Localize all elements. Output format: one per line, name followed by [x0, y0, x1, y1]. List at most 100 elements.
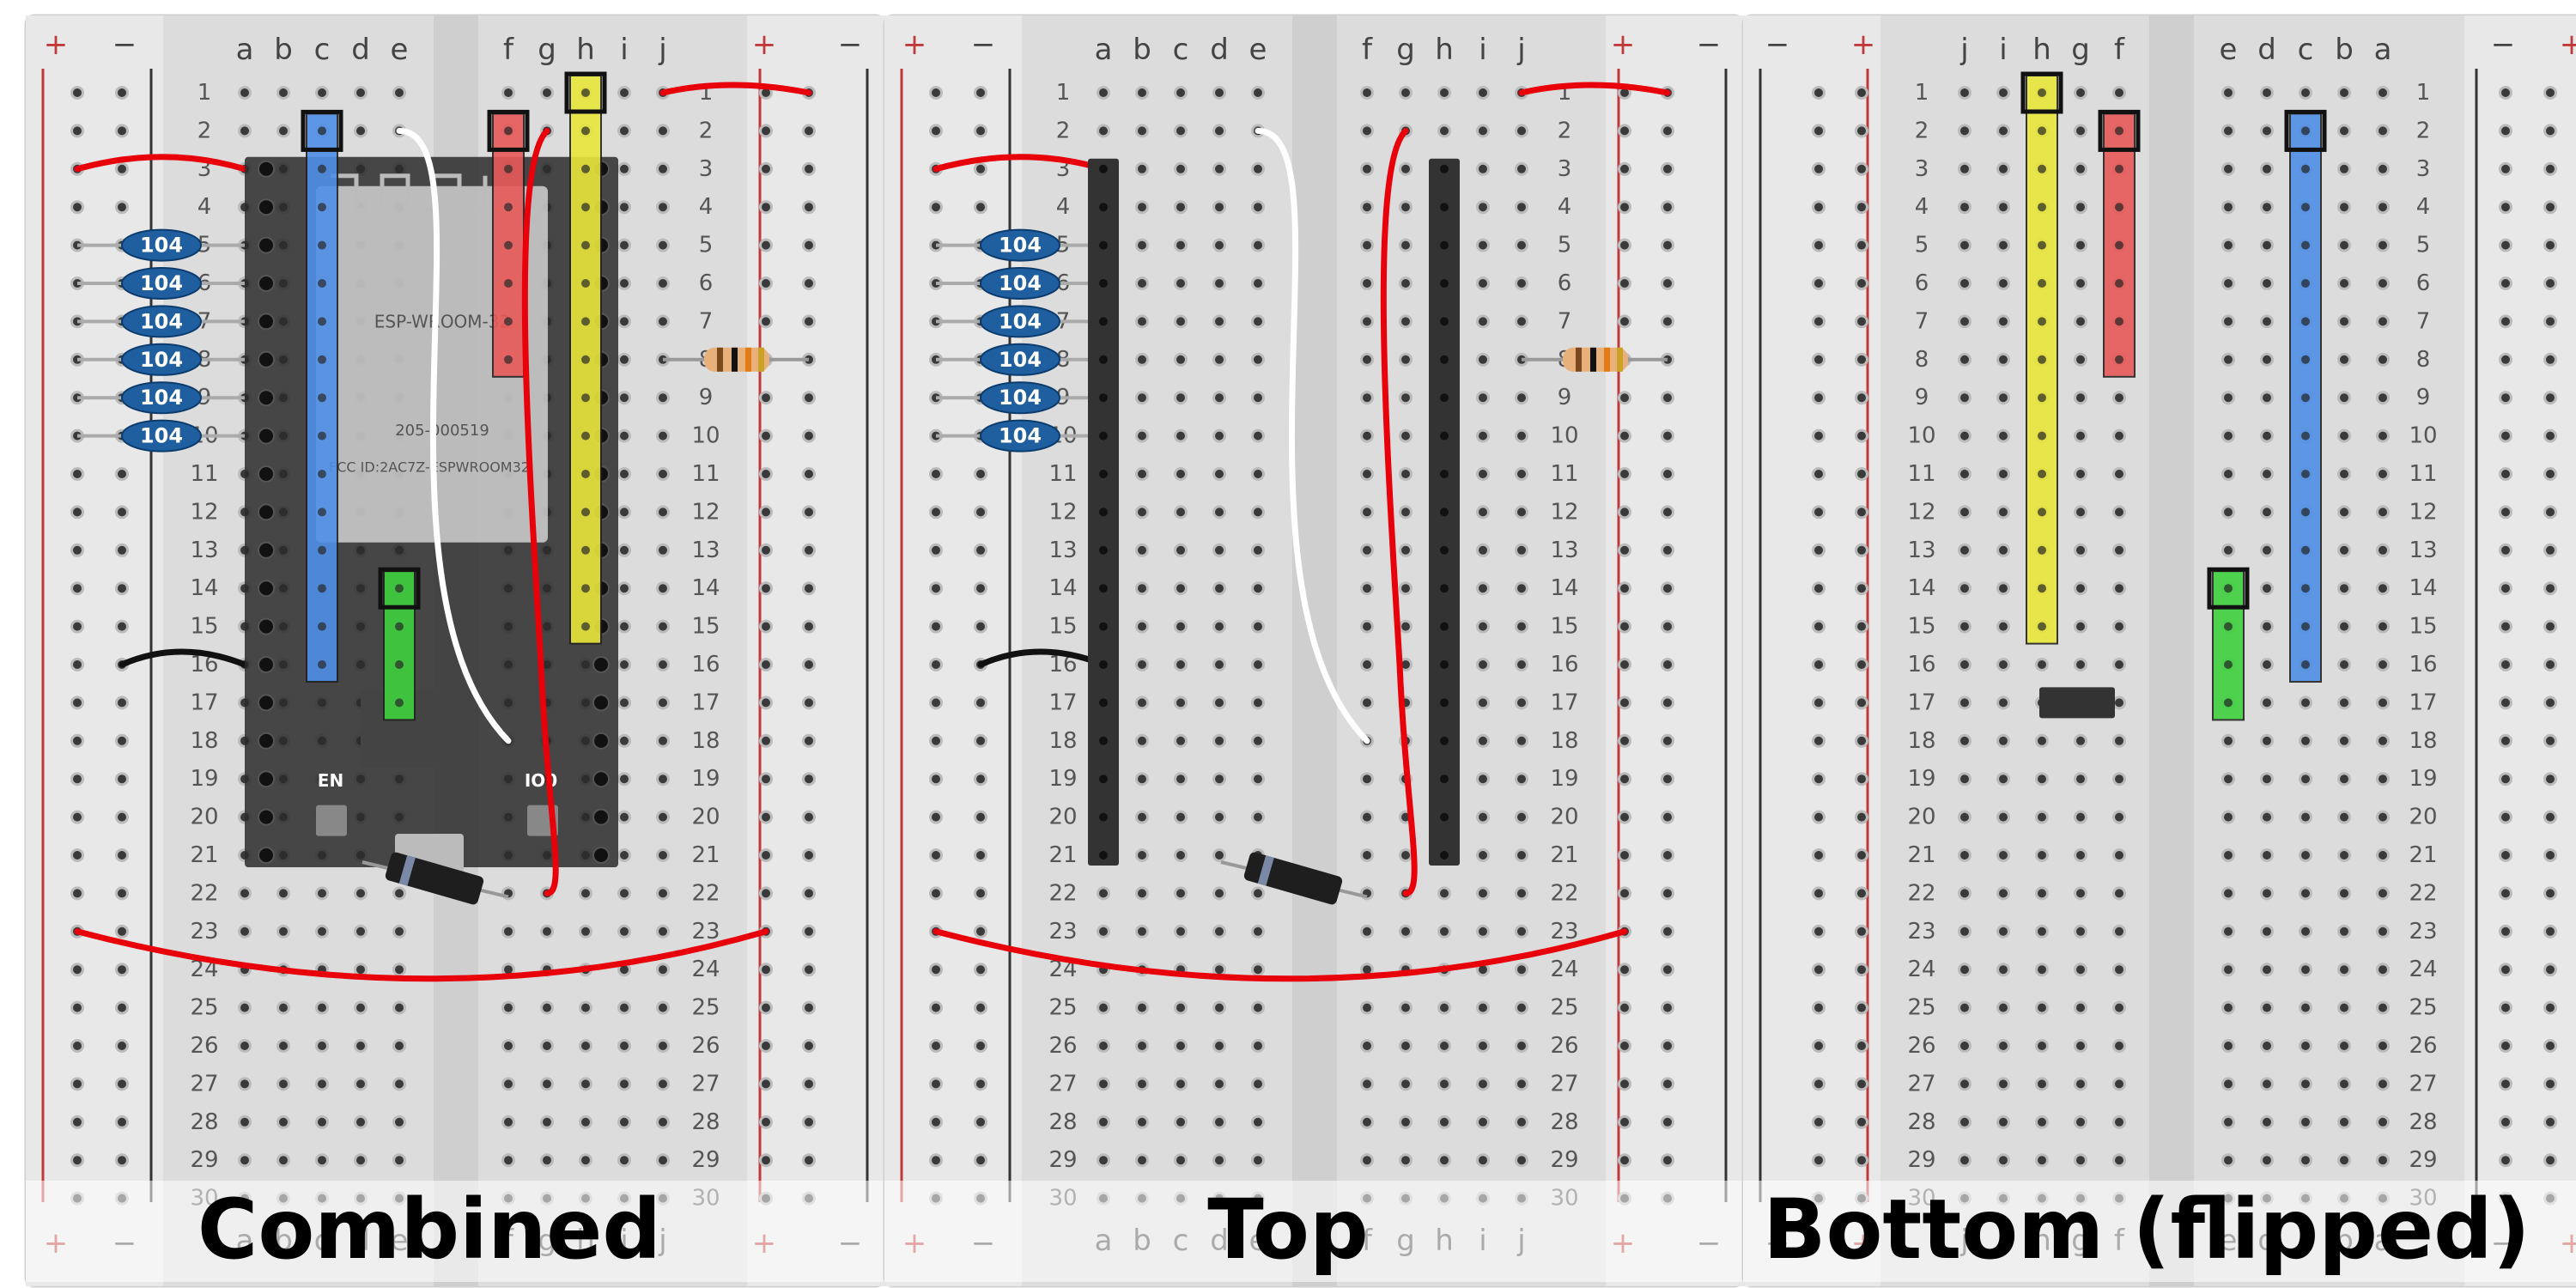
- hole: [2376, 1077, 2390, 1091]
- rail-hole: [1812, 1077, 1826, 1091]
- hole: [1437, 1039, 1451, 1053]
- rail-hole: [929, 772, 943, 787]
- rail-hole: [1812, 924, 1826, 939]
- hole: [1360, 1077, 1374, 1091]
- esp32-pin: [592, 732, 610, 750]
- row-number: 14: [1907, 575, 1935, 601]
- hole: [2074, 848, 2087, 862]
- hole: [2074, 276, 2087, 290]
- row-number: 25: [2409, 995, 2437, 1021]
- rail-hole: [70, 658, 84, 671]
- row-number: 16: [1550, 652, 1578, 677]
- hole: [656, 963, 670, 977]
- hole: [2337, 1039, 2351, 1053]
- row-number: 25: [1550, 995, 1578, 1021]
- capacitor: [980, 419, 1060, 453]
- column-label: f: [1362, 33, 1373, 67]
- hole: [1476, 1153, 1490, 1168]
- column-label: h: [1435, 33, 1454, 67]
- row-number: 1: [1056, 80, 1071, 106]
- hole: [501, 1077, 515, 1091]
- hole: [1515, 428, 1528, 443]
- row-number: 23: [1907, 919, 1935, 945]
- row-number: 28: [2409, 1109, 2437, 1135]
- hole: [276, 1039, 290, 1053]
- rail-hole: [1618, 886, 1631, 901]
- hole: [2112, 505, 2126, 519]
- hole: [1212, 1115, 1226, 1129]
- module-text: FCC ID:2AC7Z-ESPWROOM32: [329, 459, 530, 476]
- hole: [1515, 963, 1528, 977]
- hole: [540, 1153, 554, 1168]
- hole: [1135, 543, 1149, 557]
- strip-hole: [318, 203, 326, 212]
- rail-hole: [2499, 810, 2512, 824]
- hole: [617, 1077, 631, 1091]
- hole: [1996, 428, 2010, 443]
- row-number: 2: [1558, 118, 1572, 143]
- rail-hole: [974, 505, 987, 519]
- rail-hole: [2499, 543, 2512, 557]
- capacitor-label: 104: [140, 424, 183, 448]
- row-number: 9: [1915, 385, 1929, 410]
- hole: [2260, 352, 2274, 367]
- hole: [1212, 391, 1226, 405]
- row-number: 3: [1558, 156, 1572, 182]
- rail-hole: [929, 886, 943, 901]
- column-label: f: [503, 33, 514, 67]
- hole: [2376, 161, 2390, 176]
- strip-hole: [2115, 355, 2123, 364]
- row-number: 21: [691, 842, 720, 868]
- strip-hole: [2038, 88, 2046, 97]
- row-number: 17: [1048, 690, 1077, 715]
- rail-hole: [1855, 238, 1868, 252]
- hole: [2221, 543, 2235, 557]
- rail-hole: [974, 161, 987, 176]
- rail-hole: [802, 619, 816, 634]
- hole: [2074, 1153, 2087, 1168]
- hole: [2337, 86, 2351, 100]
- hole: [238, 86, 252, 100]
- capacitor-label: 104: [140, 309, 183, 333]
- rail-hole: [1855, 391, 1868, 405]
- esp32-pin: [258, 198, 275, 216]
- rail-hole: [1661, 505, 1674, 519]
- rail-hole: [974, 924, 987, 939]
- rail-hole: [2543, 543, 2557, 557]
- hole: [1360, 314, 1374, 329]
- rail-hole: [1661, 886, 1674, 901]
- hole: [2112, 86, 2126, 100]
- rail-hole: [929, 1115, 943, 1129]
- board-bottom-flipped: +−+−+−+−abcdefghijabcdefghij112233445566…: [1741, 14, 2576, 1288]
- hole: [2376, 543, 2390, 557]
- strip-hole: [395, 584, 404, 593]
- esp32-pin: [258, 275, 275, 292]
- rail-hole: [1855, 733, 1868, 748]
- strip-hole: [2301, 203, 2310, 212]
- yellow-strip-marker: [564, 71, 607, 114]
- hole: [2337, 658, 2351, 671]
- hole: [276, 1077, 290, 1091]
- rail-hole: [2499, 1115, 2512, 1129]
- hole: [2221, 886, 2235, 901]
- hole: [1476, 314, 1490, 329]
- hole: [2221, 848, 2235, 862]
- row-number: 29: [2409, 1147, 2437, 1173]
- rail-hole: [115, 848, 129, 862]
- row-number: 4: [197, 194, 212, 220]
- rail-hole: [759, 696, 773, 710]
- hole: [1399, 619, 1413, 634]
- rail-hole: [802, 428, 816, 443]
- row-number: 16: [2409, 652, 2437, 677]
- hole: [1174, 810, 1188, 824]
- rail-hole: [929, 658, 943, 671]
- strip-hole: [2301, 431, 2310, 440]
- hole: [1097, 1039, 1110, 1053]
- rail-hole: [1618, 124, 1631, 138]
- hole: [1996, 886, 2010, 901]
- rail-hole: [759, 200, 773, 215]
- hole: [2221, 86, 2235, 100]
- strip-hole: [2115, 126, 2123, 136]
- hole: [1360, 848, 1374, 862]
- hole: [1515, 924, 1528, 939]
